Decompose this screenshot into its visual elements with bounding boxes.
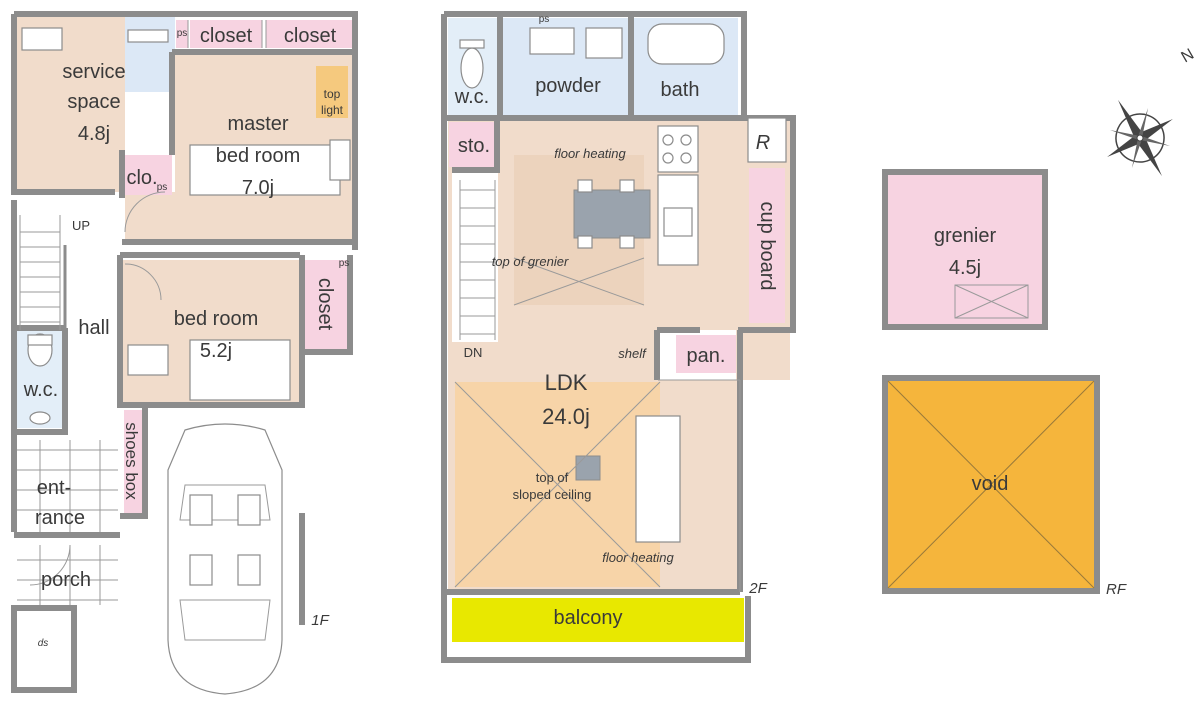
floor-rf-label: RF <box>1106 581 1127 598</box>
top-light-label-2: light <box>321 103 344 117</box>
up-label: UP <box>72 218 90 233</box>
sto-label: sto. <box>458 135 490 157</box>
floor-heating-b-label: floor heating <box>602 550 674 565</box>
r-label: R <box>756 132 770 154</box>
closet-b-label: closet <box>284 25 337 47</box>
floor-1f: service space 4.8j ps closet closet mast… <box>11 11 358 695</box>
bath-label: bath <box>661 79 700 101</box>
closet-a-room <box>190 20 262 48</box>
ps-label-a: ps <box>177 28 188 39</box>
clo-label: clo. <box>126 167 157 189</box>
service-space-label-2: space <box>67 91 120 113</box>
dining-table <box>573 189 651 239</box>
ps-label-b: ps <box>157 182 168 193</box>
ldk-label: LDK <box>545 370 588 395</box>
ps-label-c: ps <box>339 258 350 269</box>
sloped-label-1: top of <box>536 470 569 485</box>
balcony-area <box>452 598 744 642</box>
service-space-area: 4.8j <box>78 123 110 145</box>
entrance-label-2: rance <box>35 507 85 529</box>
clo-room <box>122 155 172 195</box>
ldk-area: 24.0j <box>542 404 590 429</box>
closet-b-room <box>266 20 352 48</box>
bedroom-area: 5.2j <box>200 340 232 362</box>
compass-north-label: N <box>1178 46 1197 67</box>
void-label: void <box>972 473 1009 495</box>
porch-label: porch <box>41 569 91 591</box>
top-of-grenier-label: top of grenier <box>492 254 569 269</box>
grenier-area: 4.5j <box>949 257 981 279</box>
closet-a-label: closet <box>200 25 253 47</box>
service-space-label-1: service <box>62 61 125 83</box>
wc-2f-label: w.c. <box>454 86 489 108</box>
wc-1f-label: w.c. <box>23 379 58 401</box>
floor-2f: w.c. powder ps bath sto. floor heating R… <box>441 11 796 663</box>
grenier-room <box>882 169 1048 330</box>
cupboard-label: cup board <box>756 202 778 291</box>
ps-2f-label: ps <box>539 14 550 25</box>
grenier-label: grenier <box>934 225 997 247</box>
car-outline <box>167 423 283 695</box>
floor-1f-label: 1F <box>311 612 329 629</box>
floor-2f-label: 2F <box>748 580 767 597</box>
sloped-label-2: sloped ceiling <box>513 487 592 502</box>
hall-label: hall <box>78 317 109 339</box>
ps-box-a <box>176 20 188 48</box>
master-bedroom-label-2: bed room <box>216 145 301 167</box>
top-light-label-1: top <box>324 87 341 101</box>
master-bedroom-area: 7.0j <box>242 177 274 199</box>
floor-heating-a-label: floor heating <box>554 146 626 161</box>
stairs-1f <box>19 215 61 330</box>
floor-rf: grenier 4.5j void RF <box>882 169 1127 598</box>
stairs-2f <box>459 180 496 340</box>
pantry-room <box>676 335 736 373</box>
compass-rose-icon <box>1107 99 1173 177</box>
entrance-label-1: ent- <box>37 477 71 499</box>
ds-label: ds <box>38 638 49 649</box>
cupboard-room <box>749 168 785 323</box>
pantry-label: pan. <box>687 345 726 367</box>
closet-c-label: closet <box>314 278 336 331</box>
powder-label: powder <box>535 75 601 97</box>
master-bedroom-label-1: master <box>227 113 288 135</box>
closet-c-room <box>304 260 348 350</box>
shelf-label: shelf <box>618 346 647 361</box>
dn-label: DN <box>464 345 483 360</box>
top-light-box <box>316 66 348 118</box>
bedroom-label: bed room <box>174 308 259 330</box>
balcony-label: balcony <box>554 607 623 629</box>
shoes-box-label: shoes box <box>122 422 141 500</box>
shoes-box-room <box>124 410 142 514</box>
